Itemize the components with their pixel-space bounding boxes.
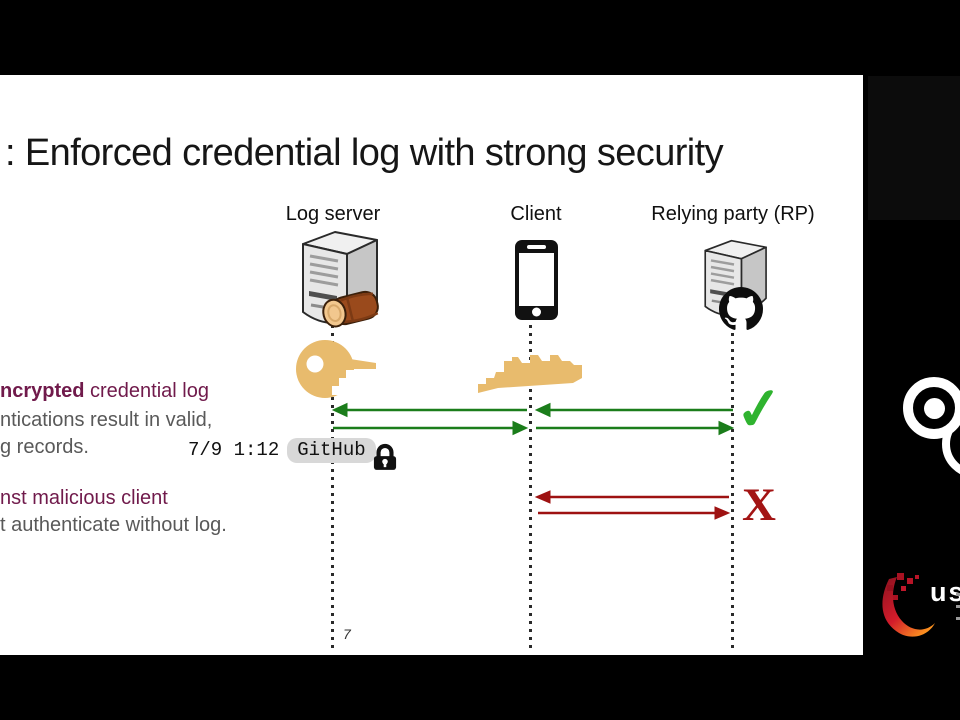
actor-label-log-server: Log server bbox=[285, 203, 381, 225]
lifeline-client bbox=[529, 325, 532, 652]
usenix-tagline-line bbox=[956, 617, 960, 620]
usenix-tagline-line bbox=[956, 605, 960, 608]
actor-label-client: Client bbox=[510, 203, 562, 225]
benefit-body-line1: ntications result in valid, bbox=[0, 409, 213, 431]
green-arrow-rp-to-client bbox=[534, 402, 733, 418]
cross-icon: X bbox=[742, 479, 776, 531]
phone-icon bbox=[515, 240, 558, 320]
usenix-tagline-line bbox=[956, 593, 960, 596]
log-record-service-pill: GitHub bbox=[287, 437, 376, 463]
usenix-crescent-icon bbox=[882, 573, 935, 637]
slide: : Enforced credential log with strong se… bbox=[0, 75, 863, 655]
lifeline-relying-party bbox=[731, 325, 734, 652]
benefit-body-line2: g records. bbox=[0, 436, 89, 458]
red-arrow-rp-to-client bbox=[534, 490, 729, 504]
lock-icon bbox=[373, 443, 396, 470]
key-head-icon bbox=[296, 340, 380, 398]
key-teeth-icon bbox=[478, 355, 582, 393]
letterbox-top bbox=[0, 0, 960, 75]
green-arrow-client-to-rp bbox=[536, 420, 735, 436]
ring-logo-icon bbox=[903, 377, 960, 439]
log-record-timestamp: 7/9 1:12 bbox=[188, 439, 280, 461]
green-arrow-client-to-logserver bbox=[331, 402, 527, 418]
speaker-video-dark bbox=[868, 76, 960, 220]
green-arrow-logserver-to-client bbox=[333, 420, 529, 436]
benefit-heading-bold: ncrypted bbox=[0, 380, 85, 402]
usenix-wordmark-partial: us bbox=[930, 577, 960, 607]
lifeline-log-server bbox=[331, 325, 334, 652]
threat-heading: nst malicious client bbox=[0, 487, 168, 509]
right-letterbox-panel: us bbox=[863, 0, 960, 720]
slide-title: : Enforced credential log with strong se… bbox=[5, 132, 724, 174]
benefit-heading-rest: credential log bbox=[84, 380, 209, 402]
checkmark-icon: ✓ bbox=[731, 374, 787, 445]
benefit-heading: ncrypted credential log bbox=[0, 380, 209, 403]
page-number: 7 bbox=[343, 626, 351, 642]
letterbox-bottom bbox=[0, 655, 960, 720]
log-record: 7/9 1:12 GitHub bbox=[188, 436, 397, 470]
actor-label-relying-party: Relying party (RP) bbox=[651, 203, 815, 225]
wood-log-icon bbox=[322, 290, 379, 328]
threat-body-line1: t authenticate without log. bbox=[0, 514, 227, 536]
red-arrow-client-to-rp bbox=[538, 506, 731, 520]
usenix-logo: us bbox=[863, 565, 960, 675]
github-badge-icon bbox=[719, 287, 763, 331]
